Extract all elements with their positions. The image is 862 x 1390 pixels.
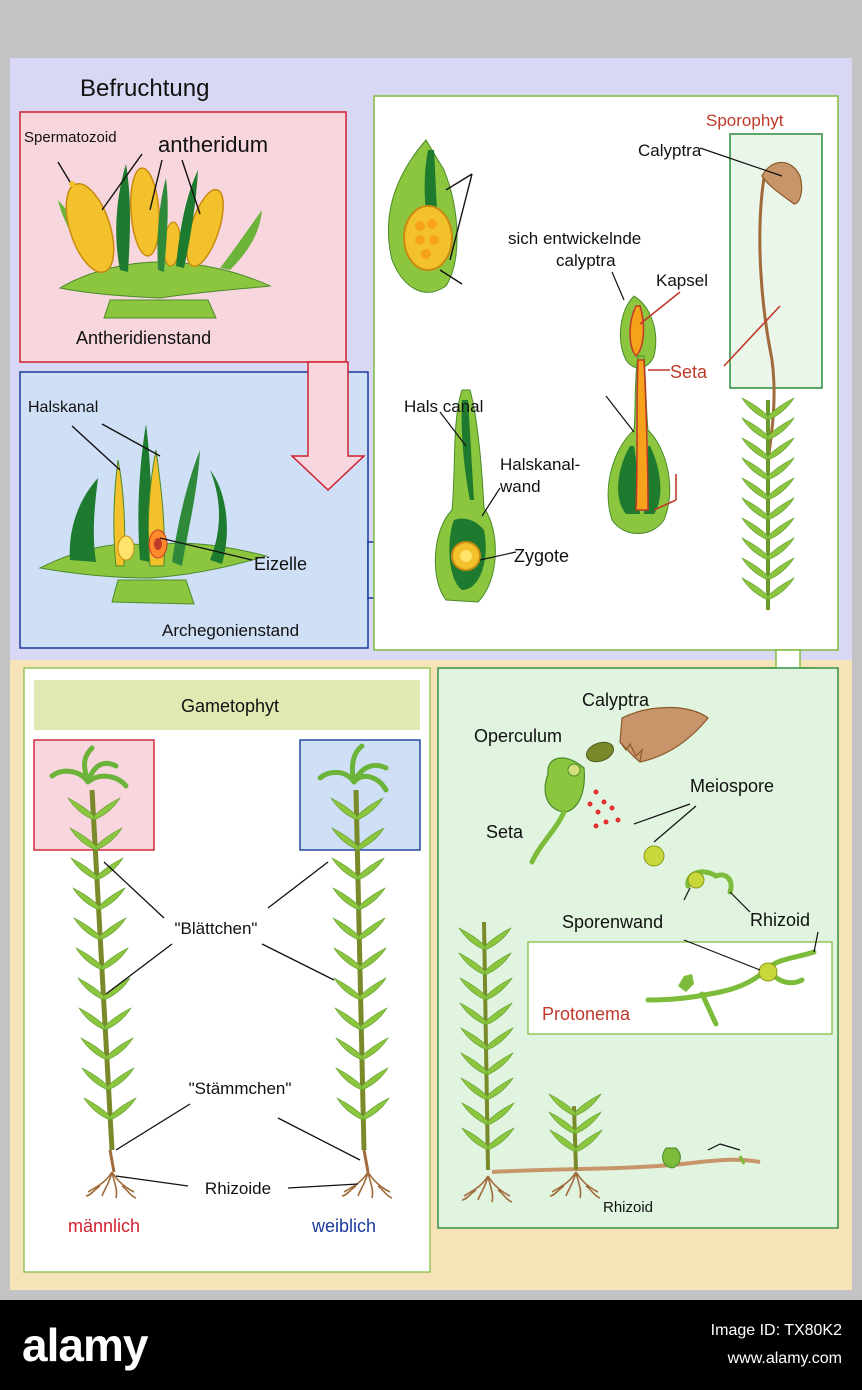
title-befruchtung: Befruchtung [80,75,209,102]
brand-logo: alamy [22,1319,148,1371]
watermark-footer: alamy Image ID: TX80K2 www.alamy.com [0,1300,862,1390]
label-halskanal: Halskanal [28,399,98,416]
archegonium-cluster-illustration [38,423,268,605]
label-seta-top: Seta [670,362,708,382]
young-moss-plants-illustration [458,921,761,1203]
label-sich-entwickelnde: sich entwickelnde [508,229,641,248]
label-calyptra-developing: calyptra [556,251,616,270]
label-rhizoid-upper: Rhizoid [750,910,810,930]
label-antheridienstand: Antheridienstand [76,328,211,348]
label-weiblich: weiblich [311,1216,376,1236]
label-halskanalwand-1: Halskanal- [500,455,580,474]
label-rhizoide: Rhizoide [205,1179,271,1198]
mature-sporophyte-illustration [699,147,803,610]
label-sporenwand: Sporenwand [562,912,663,932]
label-calyptra-bottom: Calyptra [582,690,650,710]
label-calyptra-top: Calyptra [638,141,702,160]
label-kapsel: Kapsel [656,271,708,290]
developing-sporophyte-illustration [605,271,681,534]
zygote-archegonium-illustration [434,389,517,603]
label-halskanalwand-2: wand [499,477,541,496]
moss-life-cycle-diagram: Befruchtung Spermatozoid antheridum [10,58,852,1290]
female-highlight-box [299,739,421,851]
spore-capsule-illustration [529,706,709,867]
label-eizelle: Eizelle [254,554,307,574]
gametophyt-header-bar [34,680,420,730]
label-sporophyt: Sporophyt [706,111,784,130]
label-gametophyt: Gametophyt [181,696,279,716]
site-url: www.alamy.com [727,1350,842,1367]
gametophyte-leader-lines [103,861,361,1189]
label-meiospore: Meiospore [690,776,774,796]
protonema-box [527,941,833,1035]
label-rhizoid-lower: Rhizoid [603,1199,653,1216]
label-antheridum: antheridum [158,132,268,157]
image-id: Image ID: TX80K2 [710,1322,842,1339]
label-maennlich: männlich [68,1216,140,1236]
label-blaettchen: "Blättchen" [175,919,258,938]
label-spermatozoid: Spermatozoid [24,129,117,146]
female-gametophyte-illustration [317,743,393,1199]
antheridium-cluster-illustration [57,153,272,319]
label-protonema: Protonema [542,1004,631,1024]
male-gametophyte-illustration [49,745,137,1199]
young-antheridium-illustration [388,139,473,293]
label-seta-bottom: Seta [486,822,524,842]
germinating-spore-illustration [683,869,751,913]
label-hals-canal: Hals canal [404,397,483,416]
red-arrow [290,361,366,492]
label-zygote: Zygote [514,546,569,566]
label-staemmchen: "Stämmchen" [189,1079,292,1098]
label-archegonienstand: Archegonienstand [162,621,299,640]
label-operculum: Operculum [474,726,562,746]
protonema-illustration [645,931,819,1027]
